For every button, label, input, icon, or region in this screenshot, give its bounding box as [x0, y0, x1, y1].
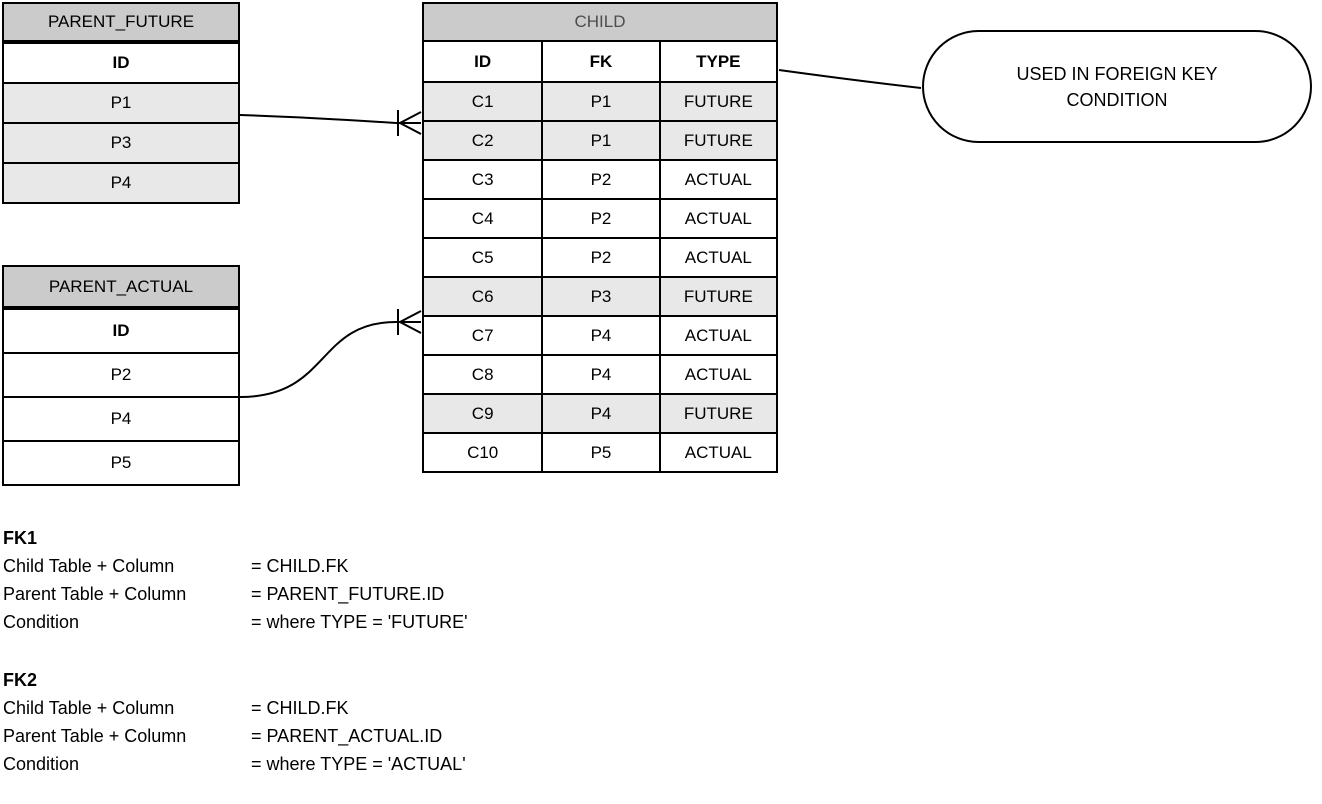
- table-cell: ACTUAL: [658, 198, 776, 237]
- note-line: Child Table + Column = CHILD.FK: [3, 552, 468, 580]
- table-cell: P1: [541, 81, 659, 120]
- table-cell: C3: [424, 159, 542, 198]
- note-line: Condition = where TYPE = 'FUTURE': [3, 608, 468, 636]
- table-cell: FUTURE: [658, 81, 776, 120]
- note-label: Condition: [3, 754, 80, 774]
- table-cell: P2: [541, 159, 659, 198]
- column-header: FK: [541, 42, 659, 81]
- fk1-note: FK1 Child Table + Column = CHILD.FK Pare…: [3, 524, 468, 636]
- column-header: TYPE: [658, 42, 776, 81]
- fk2-heading: FK2: [3, 670, 38, 690]
- fk-notes: FK1 Child Table + Column = CHILD.FK Pare…: [3, 524, 468, 778]
- table-row: P4: [4, 396, 238, 440]
- table-cell: C1: [424, 81, 542, 120]
- table-cell: ACTUAL: [658, 237, 776, 276]
- table-parent-future: PARENT_FUTURE ID P1 P3 P4: [2, 2, 240, 204]
- note-line: Child Table + Column = CHILD.FK: [3, 694, 468, 722]
- table-row: P2: [4, 352, 238, 396]
- table-cell: C8: [424, 354, 542, 393]
- callout-bubble: USED IN FOREIGN KEY CONDITION: [922, 30, 1312, 143]
- note-label: Child Table + Column: [3, 556, 175, 576]
- note-line: Parent Table + Column = PARENT_FUTURE.ID: [3, 580, 468, 608]
- table-child-title: CHILD: [424, 4, 776, 42]
- note-line: Condition = where TYPE = 'ACTUAL': [3, 750, 468, 778]
- table-cell: C7: [424, 315, 542, 354]
- table-cell: P4: [541, 315, 659, 354]
- table-cell: C4: [424, 198, 542, 237]
- connector-fk2: [239, 309, 422, 398]
- table-cell: P1: [541, 120, 659, 159]
- table-cell: C6: [424, 276, 542, 315]
- table-row: P3: [4, 122, 238, 162]
- connector-fk1: [239, 110, 422, 136]
- table-cell: ACTUAL: [658, 354, 776, 393]
- table-child-grid: ID FK TYPE C1 P1 FUTURE C2 P1 FUTURE C3 …: [424, 42, 776, 471]
- note-line: Parent Table + Column = PARENT_ACTUAL.ID: [3, 722, 468, 750]
- note-label: Parent Table + Column: [3, 726, 187, 746]
- table-cell: P4: [541, 393, 659, 432]
- table-cell: P2: [541, 237, 659, 276]
- table-row: P4: [4, 162, 238, 202]
- note-value: = where TYPE = 'ACTUAL': [251, 754, 466, 774]
- note-label: Child Table + Column: [3, 698, 175, 718]
- table-row: P5: [4, 440, 238, 484]
- fk2-note: FK2 Child Table + Column = CHILD.FK Pare…: [3, 666, 468, 778]
- callout-text: USED IN FOREIGN KEY CONDITION: [1016, 63, 1218, 110]
- note-label: Condition: [3, 612, 80, 632]
- table-parent-actual: PARENT_ACTUAL ID P2 P4 P5: [2, 265, 240, 486]
- note-value: = CHILD.FK: [251, 556, 349, 576]
- table-cell: C2: [424, 120, 542, 159]
- table-cell: P3: [541, 276, 659, 315]
- table-parent-future-column-header: ID: [4, 42, 238, 82]
- note-value: = CHILD.FK: [251, 698, 349, 718]
- column-header: ID: [424, 42, 542, 81]
- table-cell: FUTURE: [658, 120, 776, 159]
- note-value: = PARENT_ACTUAL.ID: [251, 726, 443, 746]
- table-cell: P5: [541, 432, 659, 471]
- table-cell: C10: [424, 432, 542, 471]
- table-cell: FUTURE: [658, 393, 776, 432]
- note-value: = where TYPE = 'FUTURE': [251, 612, 468, 632]
- connector-callout: [778, 69, 922, 89]
- table-cell: C9: [424, 393, 542, 432]
- table-parent-future-title: PARENT_FUTURE: [4, 4, 238, 42]
- table-cell: P4: [541, 354, 659, 393]
- note-value: = PARENT_FUTURE.ID: [251, 584, 445, 604]
- table-cell: C5: [424, 237, 542, 276]
- table-cell: FUTURE: [658, 276, 776, 315]
- note-label: Parent Table + Column: [3, 584, 187, 604]
- table-child: CHILD ID FK TYPE C1 P1 FUTURE C2 P1 FUTU…: [422, 2, 778, 473]
- table-row: P1: [4, 82, 238, 122]
- table-cell: ACTUAL: [658, 432, 776, 471]
- table-cell: ACTUAL: [658, 159, 776, 198]
- table-parent-actual-title: PARENT_ACTUAL: [4, 267, 238, 308]
- table-cell: P2: [541, 198, 659, 237]
- table-parent-actual-column-header: ID: [4, 308, 238, 352]
- fk1-heading: FK1: [3, 528, 38, 548]
- table-cell: ACTUAL: [658, 315, 776, 354]
